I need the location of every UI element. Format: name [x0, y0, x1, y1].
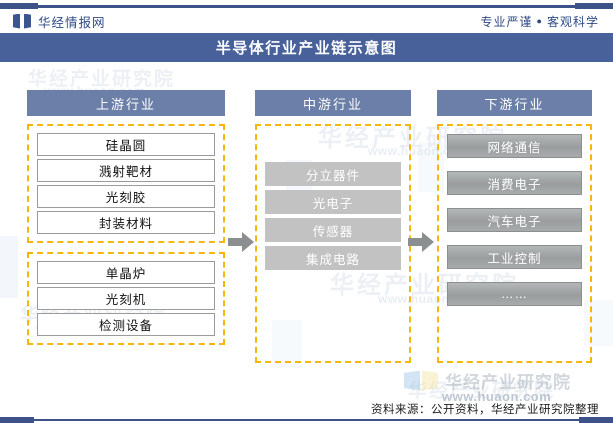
book-logo-icon [13, 13, 31, 29]
tagline-right: 客观科学 [546, 14, 599, 29]
brand-tagline: 专业严谨●客观科学 [481, 13, 599, 30]
column-header-midstream: 中游行业 [255, 90, 411, 116]
node-inspection-equipment[interactable]: 检测设备 [37, 313, 215, 336]
supply-chain-diagram: 上游行业 硅晶圆 溅射靶材 光刻胶 封装材料 单晶炉 光刻机 检测设备 中游行业 [0, 62, 613, 392]
page-title: 半导体行业产业链示意图 [215, 40, 398, 57]
node-consumer-electronics[interactable]: 消费电子 [447, 171, 582, 195]
tagline-left: 专业严谨 [480, 14, 533, 29]
brand-logo-group: 华经情报网 [13, 12, 106, 31]
top-divider-right-cap [575, 3, 613, 9]
node-discrete-devices[interactable]: 分立器件 [265, 162, 401, 186]
footer-divider [0, 419, 613, 421]
group-upstream-equipment: 单晶炉 光刻机 检测设备 [27, 252, 225, 345]
node-industrial-control[interactable]: 工业控制 [447, 245, 582, 269]
group-upstream-materials: 硅晶圆 溅射靶材 光刻胶 封装材料 [27, 124, 225, 243]
footer-divider-right-cap [579, 417, 613, 423]
column-upstream: 上游行业 硅晶圆 溅射靶材 光刻胶 封装材料 单晶炉 光刻机 检测设备 [27, 90, 225, 345]
column-header-downstream: 下游行业 [437, 90, 592, 116]
node-sensors[interactable]: 传感器 [265, 218, 401, 242]
group-midstream-products: 分立器件 光电子 传感器 集成电路 [255, 124, 411, 363]
node-crystal-growth-furnace[interactable]: 单晶炉 [37, 261, 215, 284]
footer-divider-left-cap [0, 417, 34, 423]
arrow-midstream-to-downstream-icon [408, 232, 434, 252]
group-downstream-applications: 网络通信 消费电子 汽车电子 工业控制 …… [437, 124, 592, 363]
source-note: 资料来源：公开资料，华经产业研究院整理 [371, 404, 599, 416]
column-header-upstream: 上游行业 [27, 90, 225, 116]
title-band: 半导体行业产业链示意图 [0, 33, 613, 62]
column-downstream: 下游行业 网络通信 消费电子 汽车电子 工业控制 …… [437, 90, 592, 363]
top-divider-left-cap [0, 3, 38, 9]
node-network-communication[interactable]: 网络通信 [447, 134, 582, 158]
tagline-separator-icon: ● [536, 15, 543, 26]
node-silicon-wafer[interactable]: 硅晶圆 [37, 133, 215, 156]
top-divider [0, 5, 613, 8]
node-photoresist[interactable]: 光刻胶 [37, 185, 215, 208]
brand-bar: 华经情报网 专业严谨●客观科学 [0, 9, 613, 33]
node-optoelectronics[interactable]: 光电子 [265, 190, 401, 214]
brand-name: 华经情报网 [38, 15, 106, 30]
node-integrated-circuit[interactable]: 集成电路 [265, 246, 401, 270]
column-midstream: 中游行业 分立器件 光电子 传感器 集成电路 [255, 90, 411, 363]
node-lithography-machine[interactable]: 光刻机 [37, 287, 215, 310]
node-sputtering-target[interactable]: 溅射靶材 [37, 159, 215, 182]
arrow-upstream-to-midstream-icon [228, 232, 254, 252]
node-others[interactable]: …… [447, 282, 582, 306]
node-automotive-electronics[interactable]: 汽车电子 [447, 208, 582, 232]
node-packaging-material[interactable]: 封装材料 [37, 211, 215, 234]
